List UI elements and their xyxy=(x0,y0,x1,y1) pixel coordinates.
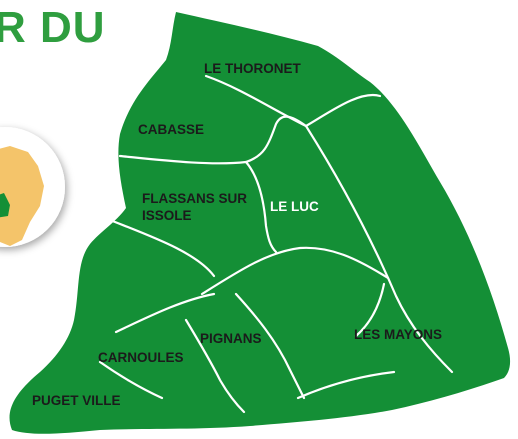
label-le-thoronet: LE THORONET xyxy=(204,61,302,76)
label-flassans-line2: ISSOLE xyxy=(142,208,192,223)
territory-shape xyxy=(9,12,511,434)
label-flassans-sur-issole: FLASSANS SUR ISSOLE xyxy=(142,191,251,223)
label-flassans-line1: FLASSANS SUR xyxy=(142,191,247,206)
page-title: R DU xyxy=(0,3,106,52)
border-line xyxy=(354,282,386,338)
inset-locator-map xyxy=(0,127,65,247)
label-pignans: PIGNANS xyxy=(200,331,262,346)
label-les-mayons: LES MAYONS xyxy=(354,327,442,342)
label-carnoules: CARNOULES xyxy=(98,350,184,365)
border-line xyxy=(114,292,216,334)
border-line xyxy=(244,160,278,254)
border-line xyxy=(184,318,246,414)
commune-borders xyxy=(98,74,454,414)
border-line xyxy=(98,360,164,400)
inset-territory-highlight xyxy=(0,193,10,218)
label-puget-ville: PUGET VILLE xyxy=(32,393,121,408)
border-line xyxy=(108,218,216,278)
label-le-luc: LE LUC xyxy=(270,199,319,214)
border-line xyxy=(244,115,308,164)
inset-region-shape xyxy=(0,146,44,246)
border-line xyxy=(200,246,390,296)
border-line xyxy=(118,154,248,165)
label-cabasse: CABASSE xyxy=(138,122,204,137)
commune-labels: LE THORONET CABASSE FLASSANS SUR ISSOLE … xyxy=(32,61,442,408)
border-line xyxy=(234,292,306,400)
border-line xyxy=(304,93,382,128)
border-line xyxy=(296,370,396,400)
border-line xyxy=(304,124,454,374)
